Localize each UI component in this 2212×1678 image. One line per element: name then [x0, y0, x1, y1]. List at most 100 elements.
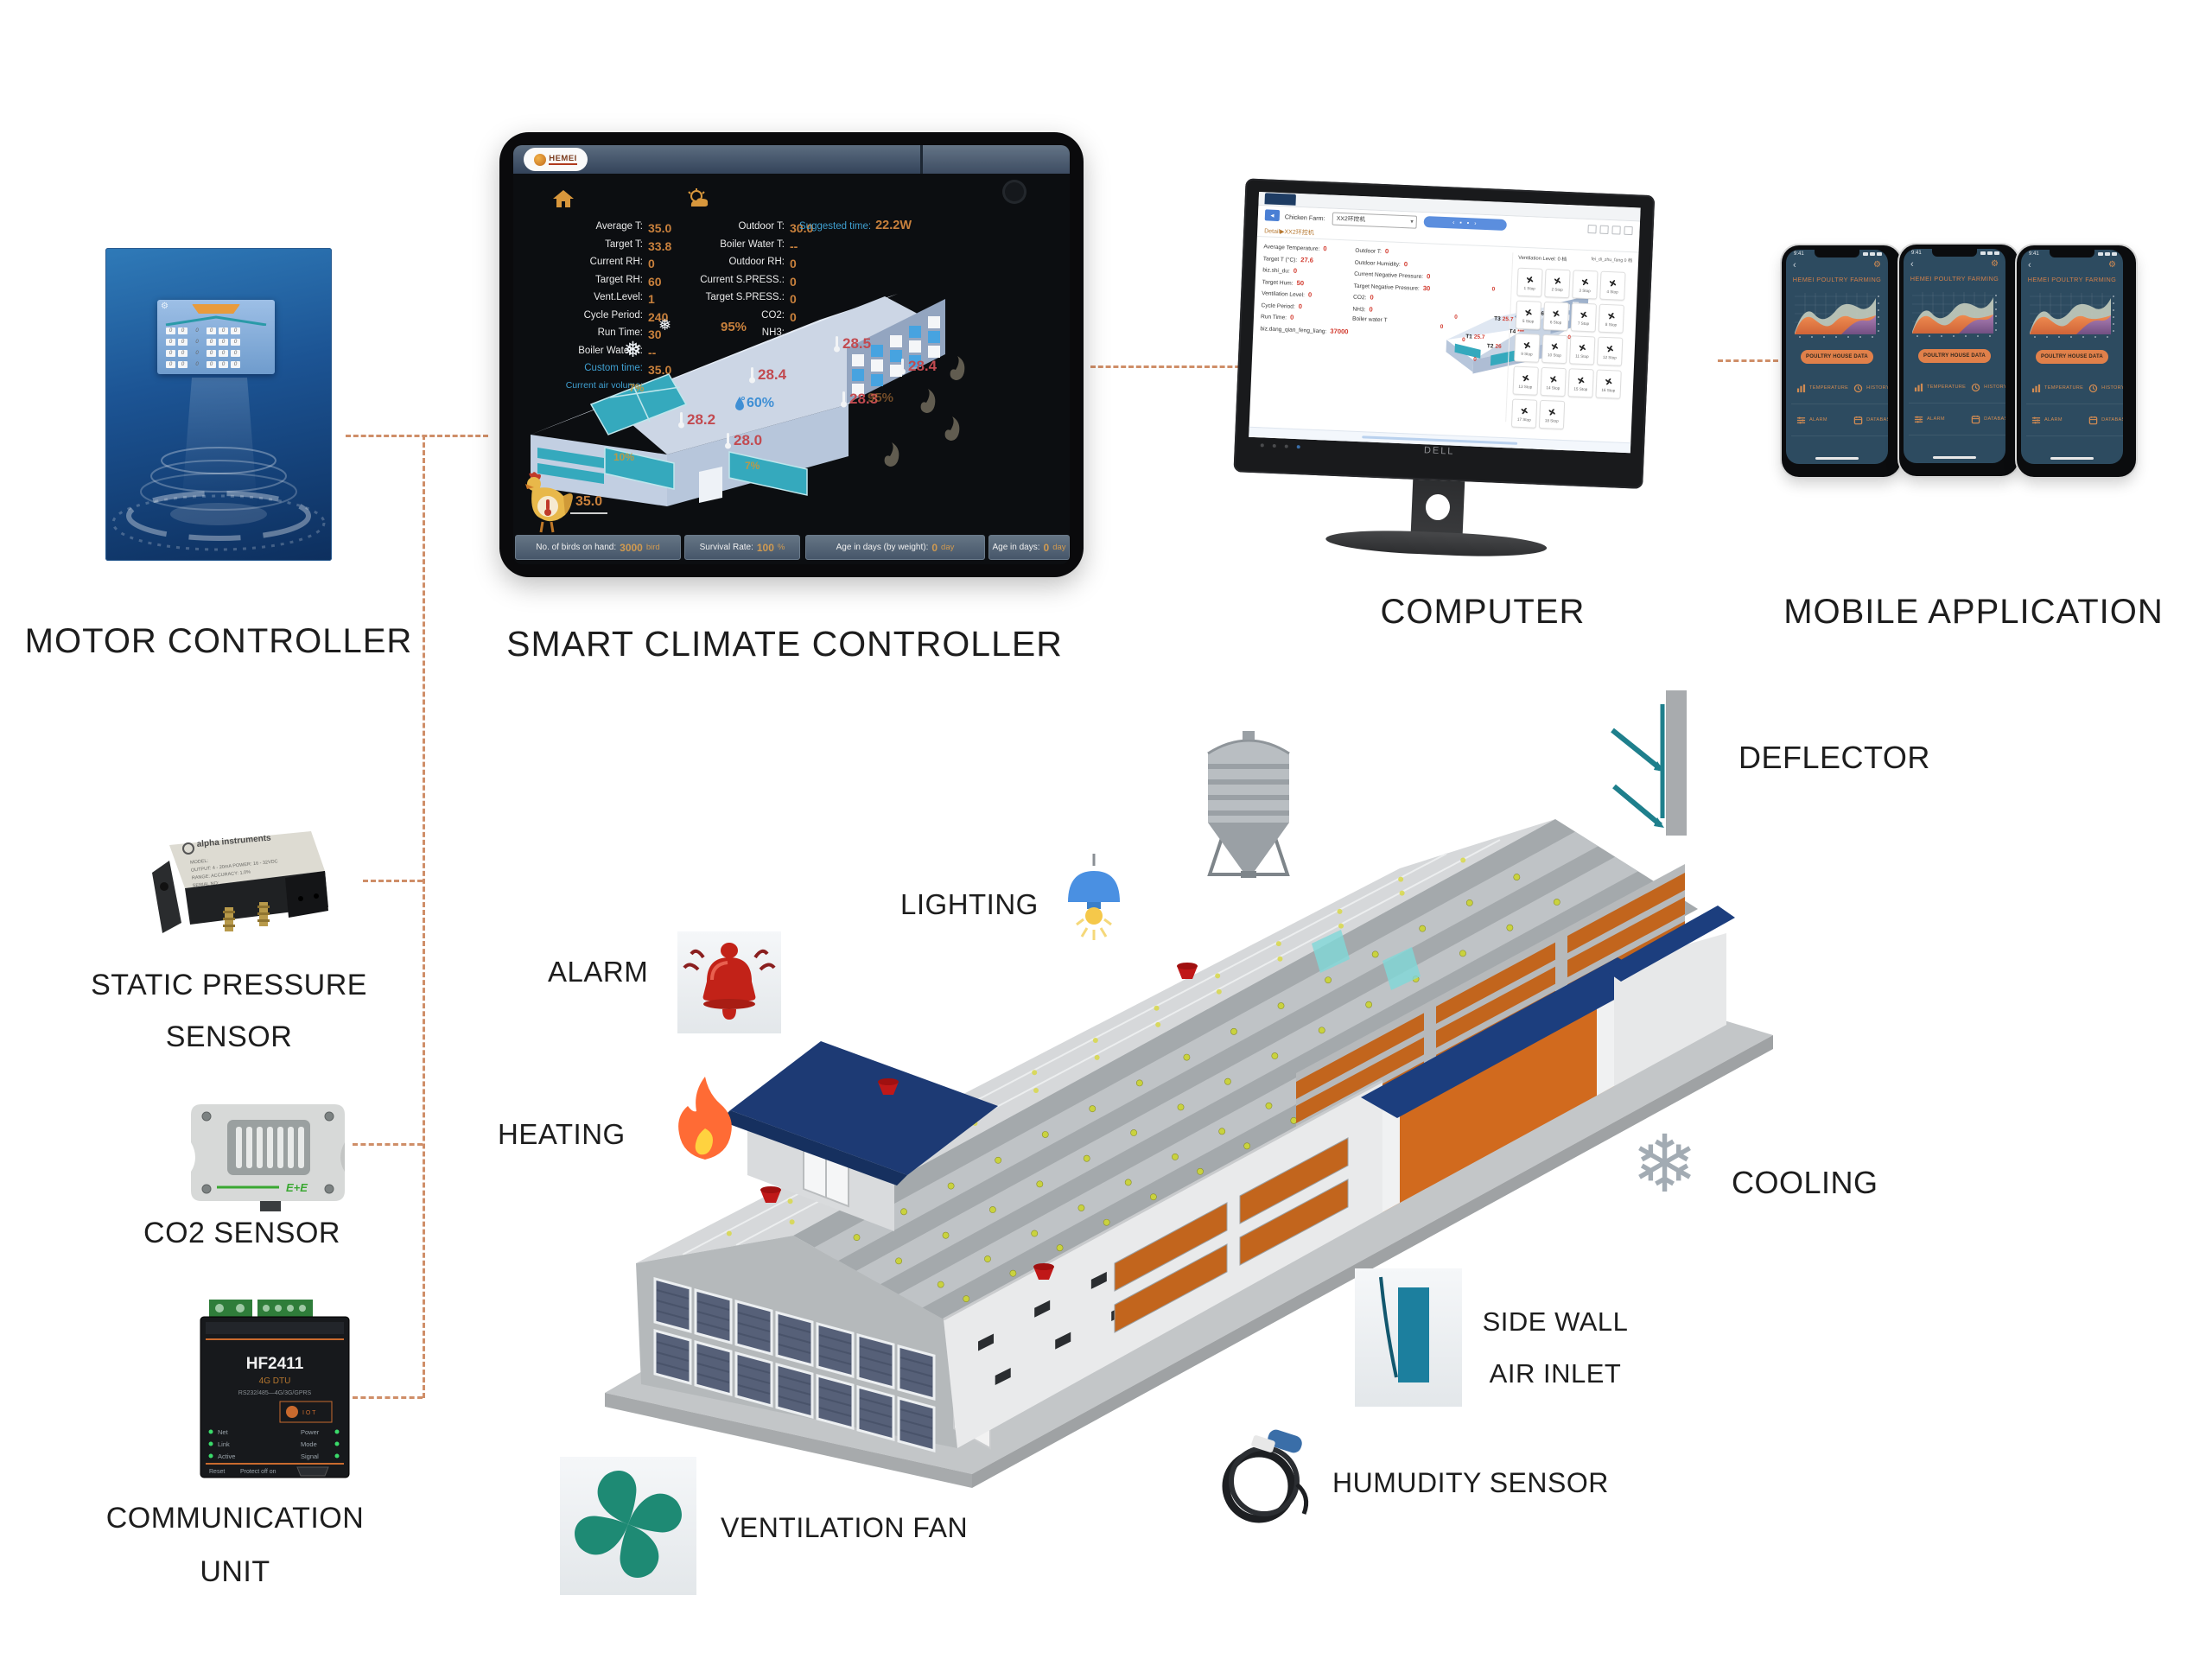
toolbar-icon[interactable] — [1611, 226, 1621, 235]
farm-select[interactable]: XX2环控机 ▾ — [1332, 212, 1418, 229]
pagination-button[interactable]: ‹ ▪ ▪ › — [1423, 216, 1507, 232]
status-time: 9:41 — [1794, 251, 1804, 257]
back-arrow-icon[interactable]: ‹ — [1793, 260, 1796, 270]
fan-status-card[interactable]: 16 Stop — [1595, 369, 1622, 399]
brand-text: HEMEI — [549, 153, 577, 165]
fan-status-card[interactable]: 11 Stop — [1569, 335, 1596, 365]
fan-status-card[interactable]: 18 Stop — [1538, 399, 1566, 430]
status-time: 9:41 — [1911, 251, 1922, 256]
menu-item-alarm[interactable]: ALARM — [1909, 404, 1967, 435]
svg-text:Active: Active — [218, 1452, 235, 1460]
snowflake-icon: ❅ — [658, 316, 672, 334]
temperature-reading: 28.5 — [833, 335, 871, 353]
roof-graphic — [165, 315, 267, 326]
back-arrow-icon[interactable]: ‹ — [1910, 259, 1914, 270]
smartphone: 9:41 ‹ ⚙ HEMEI POULTRY FARMING — [1899, 245, 2018, 476]
menu-item-temperature[interactable]: TEMPERATURE — [1909, 372, 1967, 404]
gear-icon[interactable]: ⚙ — [2108, 260, 2116, 270]
monitor-power-button[interactable] — [1296, 445, 1300, 449]
heating-flame-icon — [678, 1077, 732, 1160]
phone-screen[interactable]: 9:41 ‹ ⚙ HEMEI POULTRY FARMING — [2021, 250, 2123, 464]
fan-status-card[interactable]: 2 Stop — [1544, 268, 1571, 299]
fan-status-card[interactable]: 9 Stop — [1514, 333, 1541, 363]
label-humidity-sensor: HUMUDITY SENSOR — [1332, 1467, 1609, 1498]
home-indicator[interactable] — [1815, 457, 1859, 460]
controller-topbar: HEMEI — [513, 145, 1070, 174]
phone-screen[interactable]: 9:41 ‹ ⚙ HEMEI POULTRY FARMING — [1786, 250, 1888, 464]
toolbar-icon[interactable] — [1624, 226, 1633, 236]
side-wall-air-inlet-icon-box — [1355, 1268, 1462, 1407]
fan-status-card[interactable]: 8 Stop — [1598, 303, 1624, 334]
comm-reset[interactable]: Reset — [209, 1469, 225, 1475]
menu-item-database[interactable]: DATABASE — [1848, 404, 1888, 436]
phone-notch — [1815, 250, 1859, 257]
param-row: Boiler Water T:-- — [720, 238, 798, 253]
menu-item-temperature[interactable]: TEMPERATURE — [2026, 372, 2084, 404]
menu-item-database[interactable]: DATABASE — [1966, 404, 2005, 435]
heat-lamps — [760, 963, 1198, 1280]
menu-item-history[interactable]: HISTORY — [2083, 372, 2123, 404]
poultry-house-data-button[interactable]: POULTRY HOUSE DATA — [2036, 350, 2108, 364]
gear-icon[interactable]: ⚙ — [1991, 259, 1999, 269]
monitor-button[interactable] — [1272, 443, 1276, 448]
monitor-button[interactable] — [1284, 444, 1288, 448]
menu-item-temperature[interactable]: TEMPERATURE — [1791, 372, 1849, 404]
temperature-reading: 28.4 — [748, 366, 786, 384]
fan-status-card[interactable]: 15 Stop — [1567, 368, 1594, 398]
app-menu: TEMPERATUREHISTORYALARMDATABASE — [1909, 372, 2005, 435]
toolbar-icon[interactable] — [1599, 225, 1609, 234]
svg-text:Link: Link — [218, 1440, 230, 1448]
fan-status-card[interactable]: 5 Stop — [1515, 300, 1542, 330]
label-communication-unit: COMMUNICATION UNIT — [105, 1502, 365, 1588]
monitor-param-row: Average Temperature:0 — [1263, 244, 1327, 253]
home-indicator[interactable] — [1933, 456, 1976, 459]
home-indicator[interactable] — [2050, 457, 2094, 460]
lighting-icon — [1068, 854, 1120, 940]
fan-status-card[interactable]: 14 Stop — [1540, 366, 1567, 397]
home-icon[interactable] — [553, 190, 574, 207]
label-deflector: DEFLECTOR — [1738, 740, 1930, 775]
app-tab[interactable] — [1264, 193, 1296, 206]
toolbar-icon[interactable] — [1587, 224, 1597, 234]
gear-icon[interactable]: ⚙ — [1873, 260, 1881, 270]
fan-status-panel: Ventilation Level: 0 档 fei_di_zhu_fang 0… — [1505, 252, 1640, 430]
app-title: HEMEI POULTRY FARMING — [2027, 276, 2117, 283]
status-bar-segment: Survival Rate:100% — [684, 535, 800, 560]
label-side-wall-air-inlet: SIDE WALL AIR INLET — [1482, 1306, 1629, 1389]
menu-item-history[interactable]: HISTORY — [1848, 372, 1888, 404]
menu-item-alarm[interactable]: ALARM — [2026, 404, 2084, 436]
monitor-param-row: biz.shi_du:0 — [1262, 266, 1298, 275]
fan-status-card[interactable]: 12 Stop — [1597, 336, 1624, 366]
fan-status-card[interactable]: 13 Stop — [1512, 365, 1539, 396]
fan-status-card[interactable]: 10 Stop — [1541, 334, 1568, 365]
fan-status-card[interactable]: 17 Stop — [1510, 398, 1538, 429]
banner — [192, 304, 240, 314]
label-motor-controller: MOTOR CONTROLLER — [24, 622, 413, 660]
fan-status-card[interactable]: 6 Stop — [1542, 301, 1570, 332]
monitor-param-row: NH3:0 — [1352, 304, 1373, 314]
poultry-house-data-button[interactable]: POULTRY HOUSE DATA — [1801, 350, 1873, 364]
app-title: HEMEI POULTRY FARMING — [1910, 275, 1999, 283]
poultry-house-data-button[interactable]: POULTRY HOUSE DATA — [1918, 349, 1991, 363]
barn-far-end — [1614, 933, 1726, 1086]
fan-status-card[interactable]: 4 Stop — [1599, 270, 1626, 301]
menu-item-database[interactable]: DATABASE — [2083, 404, 2123, 436]
menu-item-history[interactable]: HISTORY — [1966, 372, 2005, 404]
menu-item-alarm[interactable]: ALARM — [1791, 404, 1849, 436]
fan-status-card[interactable]: 7 Stop — [1570, 302, 1597, 333]
svg-text:Net: Net — [218, 1428, 229, 1436]
controller-barn-graphic — [531, 294, 965, 506]
back-button[interactable]: ◂ — [1264, 209, 1281, 222]
monitor-button[interactable] — [1260, 443, 1264, 448]
fan-status-card[interactable]: 3 Stop — [1572, 270, 1599, 300]
back-arrow-icon[interactable]: ‹ — [2028, 260, 2031, 270]
param-row: CO2:0 — [761, 309, 797, 324]
svg-text:MODEL:: MODEL: — [190, 859, 209, 866]
phone-screen[interactable]: 9:41 ‹ ⚙ HEMEI POULTRY FARMING — [1904, 249, 2005, 463]
monitor-base — [1325, 527, 1548, 560]
fan-status-card[interactable]: 1 Stop — [1516, 267, 1543, 297]
